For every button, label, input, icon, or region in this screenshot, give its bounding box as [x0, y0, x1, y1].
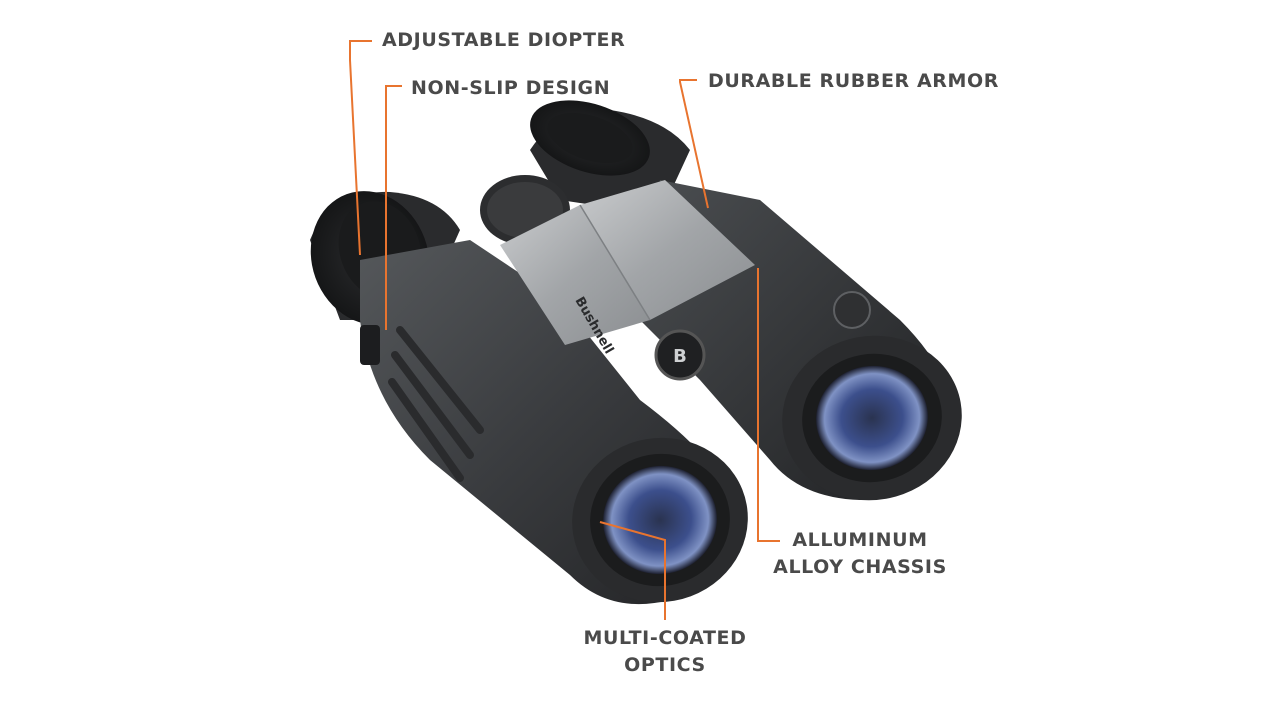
svg-text:B: B [673, 346, 687, 367]
callout-adjustable-diopter: ADJUSTABLE DIOPTER [382, 29, 626, 51]
callout-multi-coated-optics: MULTI-COATED OPTICS [560, 625, 770, 679]
left-barrel [360, 240, 748, 605]
diopter-knob [360, 325, 380, 365]
callout-non-slip-design: NON-SLIP DESIGN [411, 77, 611, 99]
callout-durable-rubber-armor: DURABLE RUBBER ARMOR [708, 70, 999, 92]
bridge-plate: Bushnell [500, 180, 755, 357]
callout-aluminum-line1: ALLUMINUM [792, 529, 928, 551]
callout-aluminum-chassis: ALLUMINUM ALLOY CHASSIS [760, 527, 960, 581]
callout-optics-line1: MULTI-COATED [583, 627, 747, 649]
callout-optics-line2: OPTICS [624, 654, 706, 676]
right-eyepiece [530, 100, 690, 215]
callout-aluminum-line2: ALLOY CHASSIS [773, 556, 947, 578]
hinge-emblem: B [654, 329, 706, 381]
